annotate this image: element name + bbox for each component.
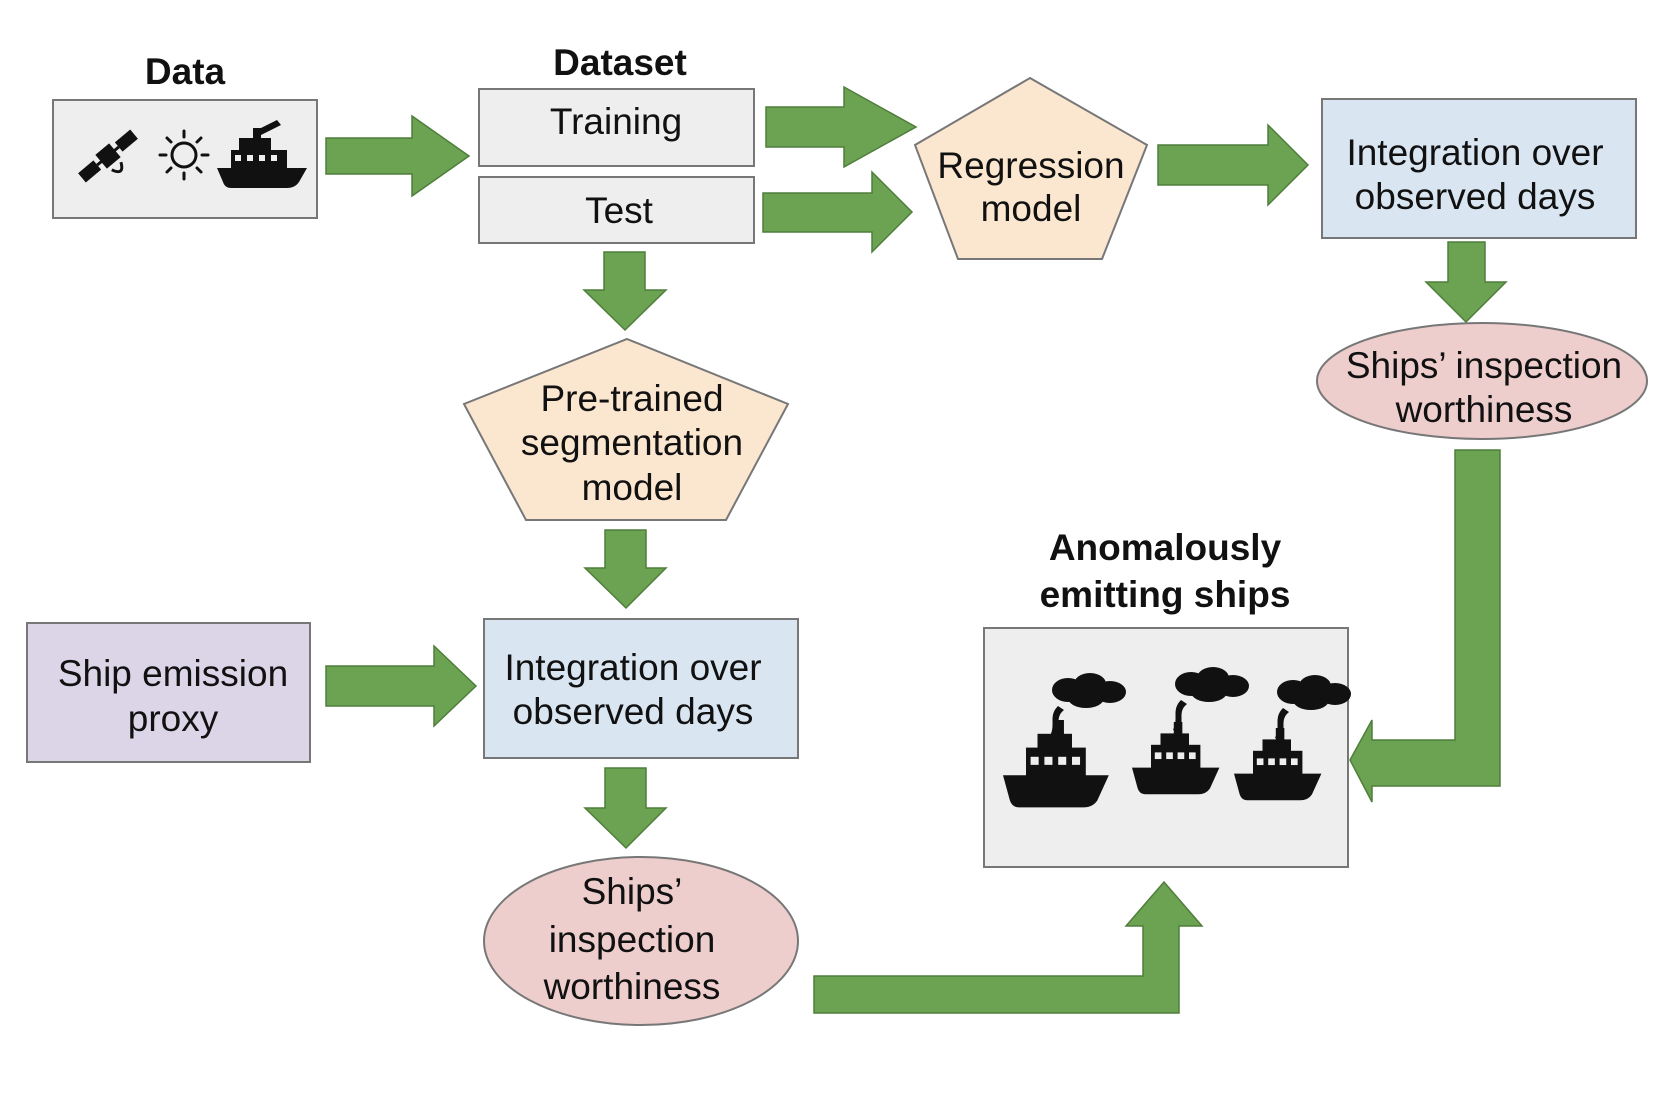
segmentation-model-pentagon <box>462 337 790 521</box>
worthiness-bottom-ellipse <box>483 856 799 1026</box>
worthiness-right-label-1: Ships’ inspection <box>1346 345 1622 386</box>
arrow-proxy-to-integration <box>325 644 478 728</box>
arrow-segmentation-to-integration <box>583 529 668 610</box>
worthiness-bottom-label-3: worthiness <box>543 966 721 1007</box>
regression-model-label-2: model <box>981 188 1082 229</box>
regression-model-label-1: Regression <box>937 145 1124 186</box>
regression-model-pentagon <box>913 76 1149 260</box>
proxy-label-1: Ship emission <box>58 653 288 694</box>
arrow-integration-to-worthiness <box>1424 241 1508 324</box>
integration-bottom-label-1: Integration over <box>504 647 761 688</box>
arrow-regression-to-integration <box>1157 123 1310 207</box>
test-label: Test <box>585 190 654 231</box>
anomalous-title-1: Anomalously <box>1049 527 1282 568</box>
worthiness-right-label-2: worthiness <box>1395 389 1573 430</box>
segmentation-model-label-2: segmentation <box>521 422 743 463</box>
arrow-integration-to-worthiness-bottom <box>583 767 668 850</box>
training-label: Training <box>550 101 682 142</box>
arrow-worthiness-bottom-to-anomalous <box>813 880 1204 1014</box>
worthiness-right-ellipse <box>1316 322 1648 440</box>
integration-bottom-box <box>483 618 799 759</box>
data-title: Data <box>145 51 226 92</box>
arrow-dataset-to-segmentation <box>582 251 668 332</box>
integration-top-label-1: Integration over <box>1346 132 1603 173</box>
arrow-data-to-dataset <box>325 114 471 198</box>
integration-top-label-2: observed days <box>1355 176 1596 217</box>
integration-top-box <box>1321 98 1637 239</box>
satellite-icon <box>78 129 138 183</box>
proxy-label-2: proxy <box>128 698 219 739</box>
arrow-training-to-regression <box>765 85 918 169</box>
dataset-title: Dataset <box>553 42 687 83</box>
integration-bottom-label-2: observed days <box>513 691 754 732</box>
training-box <box>478 88 755 167</box>
arrow-worthiness-right-to-anomalous <box>1349 449 1501 803</box>
anomalous-title-2: emitting ships <box>1040 574 1291 615</box>
segmentation-model-label-3: model <box>582 467 683 508</box>
worthiness-bottom-label-1: Ships’ <box>582 871 683 912</box>
arrow-test-to-regression <box>762 170 914 254</box>
test-box <box>478 176 755 244</box>
worthiness-bottom-label-2: inspection <box>549 919 716 960</box>
proxy-box <box>26 622 311 763</box>
segmentation-model-label-1: Pre-trained <box>540 378 723 419</box>
ship-icon <box>217 120 307 188</box>
sun-icon <box>158 129 210 181</box>
